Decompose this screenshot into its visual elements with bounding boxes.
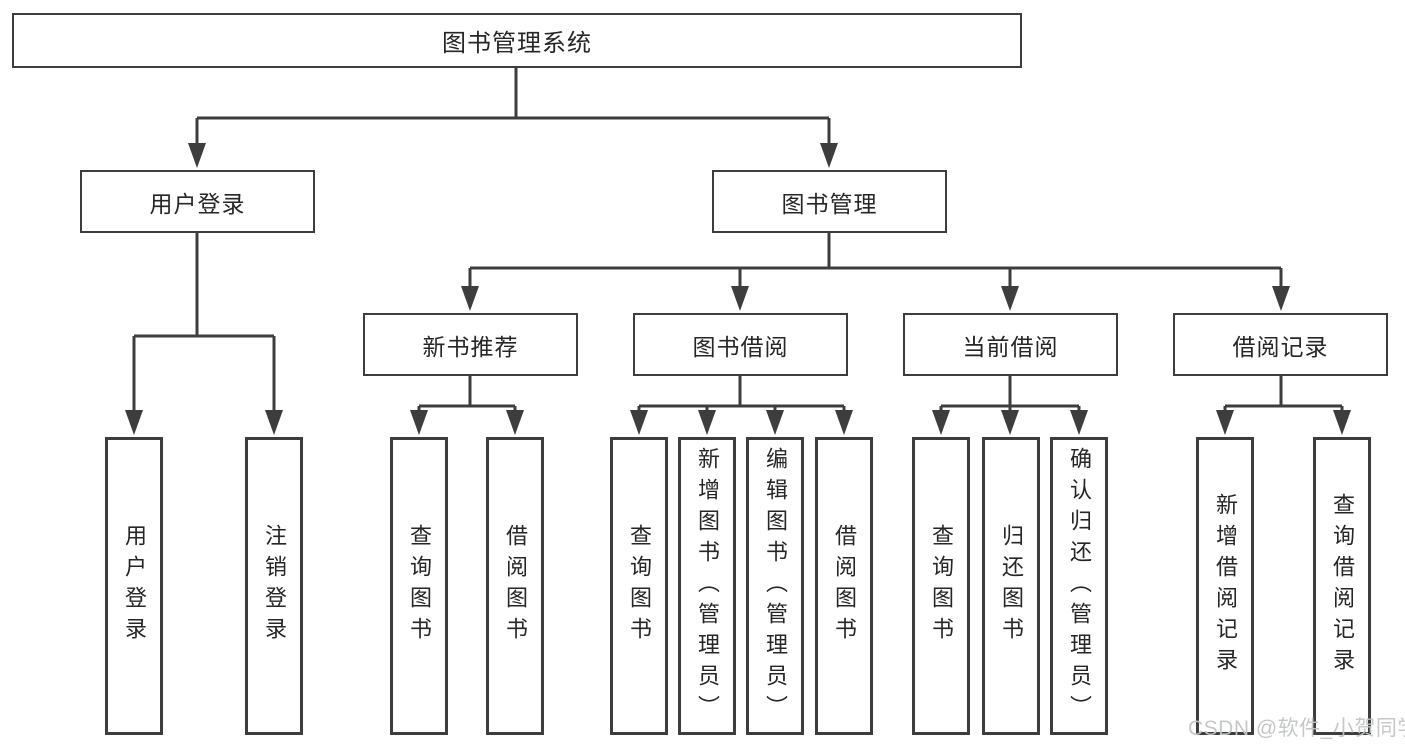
- leaf-query-books-1-label: 查询图书: [407, 524, 432, 648]
- connector-borrow-record-children: [1216, 376, 1351, 435]
- leaf-borrow-books-1-label: 借阅图书: [503, 524, 528, 648]
- leaf-borrow-books-2: 借阅图书: [815, 437, 873, 735]
- node-book-borrow: 图书借阅: [633, 313, 848, 376]
- leaf-logout: 注销登录: [245, 437, 303, 735]
- leaf-confirm-return-admin: 确认归还（管理员）: [1050, 437, 1108, 735]
- leaf-add-borrow-record-label: 新增借阅记录: [1213, 493, 1238, 679]
- csdn-watermark: CSDN @软件_小贺同学: [1188, 717, 1405, 740]
- node-current-borrow: 当前借阅: [903, 313, 1118, 376]
- leaf-add-book-admin-label: 新增图书（管理员）: [695, 446, 720, 726]
- leaf-query-borrow-record: 查询借阅记录: [1313, 437, 1371, 735]
- leaf-query-books-2: 查询图书: [610, 437, 668, 735]
- leaf-return-book: 归还图书: [982, 437, 1040, 735]
- leaf-query-books-1: 查询图书: [390, 437, 448, 735]
- leaf-user-login: 用户登录: [105, 437, 163, 735]
- connector-current-borrow-children: [932, 376, 1088, 435]
- connector-user-login-children: [125, 233, 283, 435]
- connector-new-book-children: [410, 376, 524, 435]
- node-user-login: 用户登录: [80, 170, 315, 233]
- node-new-book-recommend: 新书推荐: [363, 313, 578, 376]
- leaf-user-login-label: 用户登录: [122, 524, 147, 648]
- leaf-edit-book-admin: 编辑图书（管理员）: [746, 437, 804, 735]
- leaf-logout-label: 注销登录: [262, 524, 287, 648]
- node-system-root: 图书管理系统: [12, 13, 1022, 68]
- leaf-return-book-label: 归还图书: [999, 524, 1024, 648]
- leaf-borrow-books-1: 借阅图书: [486, 437, 544, 735]
- leaf-add-book-admin: 新增图书（管理员）: [678, 437, 736, 735]
- node-borrow-records: 借阅记录: [1173, 313, 1388, 376]
- leaf-query-books-3-label: 查询图书: [929, 524, 954, 648]
- node-book-management: 图书管理: [712, 170, 947, 233]
- leaf-confirm-return-admin-label: 确认归还（管理员）: [1067, 446, 1092, 726]
- leaf-query-borrow-record-label: 查询借阅记录: [1330, 493, 1355, 679]
- connector-book-borrow-children: [630, 376, 853, 435]
- connector-root-to-level2: [188, 68, 838, 168]
- leaf-query-books-3: 查询图书: [912, 437, 970, 735]
- leaf-add-borrow-record: 新增借阅记录: [1196, 437, 1254, 735]
- leaf-edit-book-admin-label: 编辑图书（管理员）: [763, 446, 788, 726]
- leaf-query-books-2-label: 查询图书: [627, 524, 652, 648]
- leaf-borrow-books-2-label: 借阅图书: [832, 524, 857, 648]
- connector-book-mgmt-children: [461, 233, 1290, 311]
